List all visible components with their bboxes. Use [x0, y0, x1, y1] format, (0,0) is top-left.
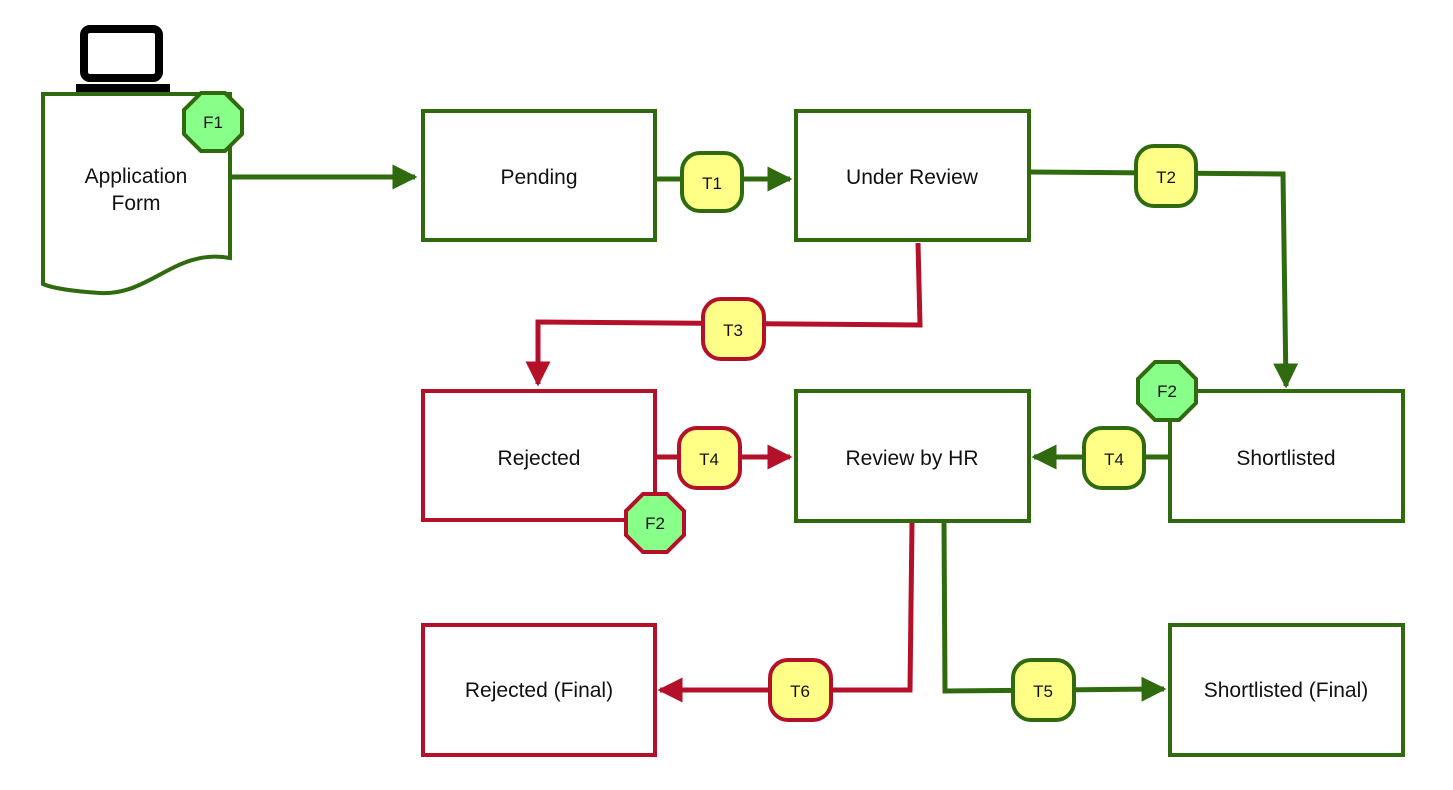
transition-tag-t4-shortlisted-label: T4 — [1104, 450, 1124, 469]
transition-tag-t6[interactable]: T6 — [768, 658, 833, 722]
node-application-form[interactable]: Application Form — [41, 92, 232, 296]
transition-tag-t3[interactable]: T3 — [701, 297, 766, 361]
node-pending-label: Pending — [500, 166, 577, 189]
flag-octagon-f2-rejected[interactable]: F2 — [624, 492, 686, 554]
node-rejected-final[interactable]: Rejected (Final) — [421, 623, 657, 757]
node-shortlisted-label: Shortlisted — [1236, 447, 1335, 470]
node-shortlisted[interactable]: Shortlisted — [1168, 389, 1405, 523]
node-under-review[interactable]: Under Review — [794, 109, 1031, 242]
node-review-by-hr-label: Review by HR — [845, 447, 978, 470]
transition-tag-t3-label: T3 — [723, 321, 743, 340]
connector-review-to-shortlisted — [1029, 169, 1299, 389]
transition-tag-t1-label: T1 — [702, 174, 722, 193]
node-application-form-label-line2: Form — [112, 192, 161, 215]
flag-octagon-f1[interactable]: F1 — [182, 91, 244, 153]
transition-tag-t5-label: T5 — [1033, 682, 1053, 701]
node-rejected[interactable]: Rejected — [421, 389, 657, 522]
node-shortlisted-final-label: Shortlisted (Final) — [1204, 679, 1369, 702]
transition-tag-t4-shortlisted[interactable]: T4 — [1082, 426, 1146, 490]
node-rejected-label: Rejected — [498, 447, 581, 470]
transition-tag-t2-label: T2 — [1156, 168, 1176, 187]
node-shortlisted-final[interactable]: Shortlisted (Final) — [1168, 623, 1405, 757]
transition-tag-t4-rejected-label: T4 — [699, 450, 719, 469]
node-pending[interactable]: Pending — [421, 109, 657, 242]
laptop-icon — [76, 25, 170, 94]
flag-octagon-f2-shortlisted-label: F2 — [1157, 382, 1177, 401]
transition-tag-t6-label: T6 — [790, 682, 810, 701]
flag-octagon-f2-shortlisted[interactable]: F2 — [1136, 360, 1198, 422]
node-under-review-label: Under Review — [846, 166, 979, 189]
node-application-form-label-line1: Application — [85, 165, 188, 188]
node-rejected-final-label: Rejected (Final) — [465, 679, 613, 702]
node-review-by-hr[interactable]: Review by HR — [794, 389, 1031, 523]
transition-tag-t2[interactable]: T2 — [1134, 144, 1198, 208]
transition-tag-t5[interactable]: T5 — [1011, 658, 1076, 722]
connector-hr-to-shortlisted-final — [941, 522, 1167, 702]
flag-octagon-f1-label: F1 — [203, 113, 223, 132]
transition-tag-t4-rejected[interactable]: T4 — [677, 426, 742, 490]
transition-tag-t1[interactable]: T1 — [680, 151, 744, 213]
connector-hr-to-rejected-final — [657, 522, 915, 703]
flag-octagon-f2-rejected-label: F2 — [645, 514, 665, 533]
